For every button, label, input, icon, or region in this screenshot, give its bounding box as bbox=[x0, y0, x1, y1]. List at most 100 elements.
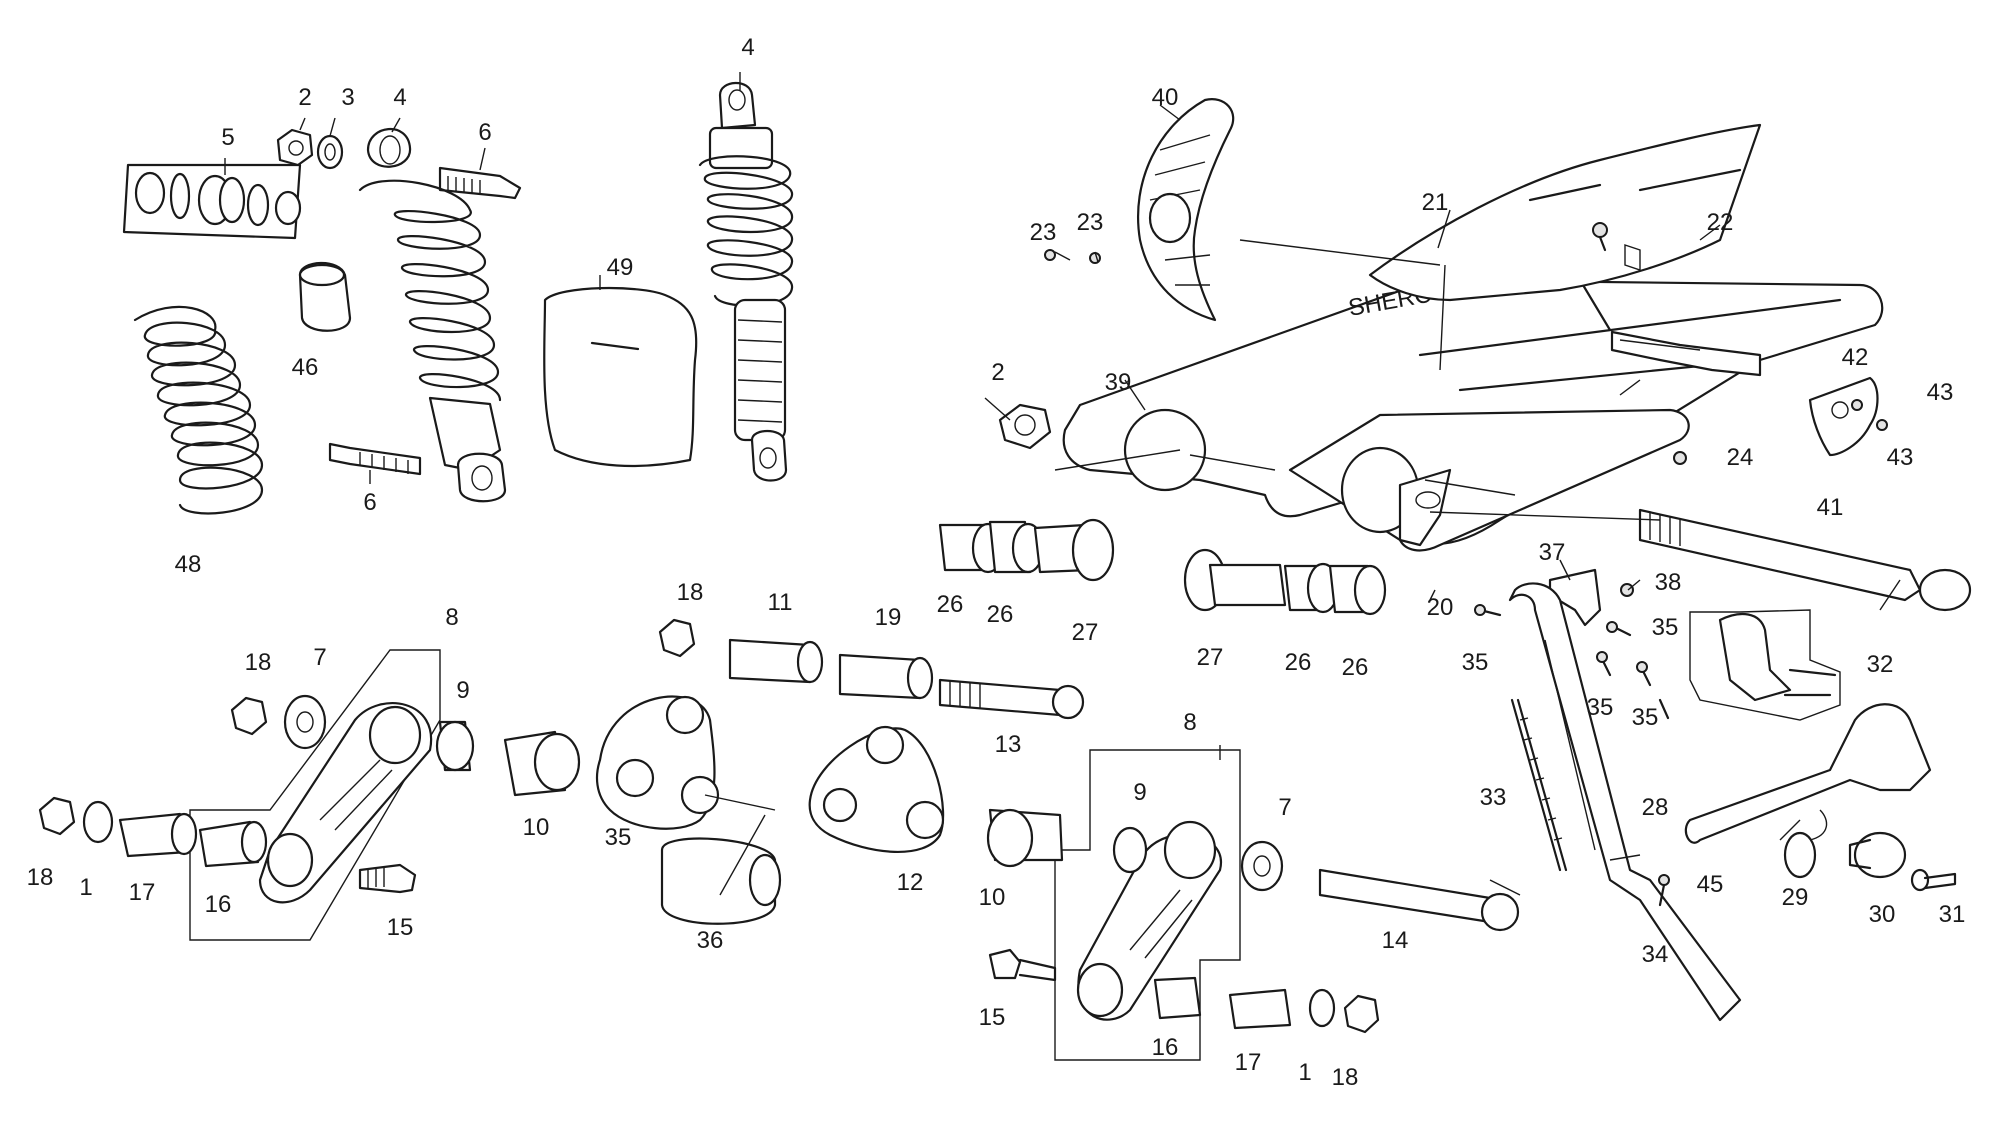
part-shock-absorber-4-right bbox=[698, 81, 794, 482]
part-nut-2-left bbox=[276, 128, 314, 167]
callout-number: 23 bbox=[1030, 219, 1057, 246]
part-bearing-19 bbox=[838, 653, 934, 700]
part-bolt-6-top bbox=[438, 166, 522, 200]
callout-number: 10 bbox=[979, 884, 1006, 911]
part-pad-49 bbox=[543, 286, 698, 468]
part-sidestand-34 bbox=[1508, 582, 1742, 1022]
callout-number: 27 bbox=[1197, 644, 1224, 671]
callout-number: 24 bbox=[1727, 444, 1754, 471]
callout-number: 37 bbox=[1539, 539, 1566, 566]
callout-number: 8 bbox=[1183, 709, 1196, 736]
part-shock-absorber-4-left bbox=[358, 128, 507, 503]
callout-number: 22 bbox=[1707, 209, 1734, 236]
part-bushing-9-right bbox=[1112, 826, 1148, 874]
part-footrest-bracket-32 bbox=[1689, 609, 1841, 721]
callout-number: 9 bbox=[1133, 779, 1146, 806]
part-swingarm-nut-2 bbox=[998, 403, 1052, 450]
callout-number: 35 bbox=[605, 824, 632, 851]
callout-number: 35 bbox=[1462, 649, 1489, 676]
callout-number: 38 bbox=[1655, 569, 1682, 596]
callout-number: 6 bbox=[363, 489, 376, 516]
callout-number: 26 bbox=[1285, 649, 1312, 676]
part-screws-35-cluster bbox=[1474, 604, 1670, 720]
callout-number: 16 bbox=[205, 891, 232, 918]
part-conrod-left bbox=[258, 702, 433, 904]
part-washer-7-left bbox=[283, 694, 327, 750]
part-bump-stop-46 bbox=[298, 261, 352, 332]
callout-number: 18 bbox=[27, 864, 54, 891]
callout-number: 9 bbox=[456, 677, 469, 704]
callout-number: 26 bbox=[987, 601, 1014, 628]
part-bolt-15-left bbox=[358, 863, 417, 894]
part-washer-3 bbox=[316, 134, 344, 170]
callout-number: 31 bbox=[1939, 901, 1966, 928]
part-pin-30 bbox=[1848, 831, 1907, 879]
callout-number: 27 bbox=[1072, 619, 1099, 646]
callout-number: 30 bbox=[1869, 901, 1896, 928]
callout-number: 6 bbox=[478, 119, 491, 146]
part-nut-18-top-left bbox=[230, 696, 268, 736]
callout-number: 18 bbox=[677, 579, 704, 606]
callout-number: 10 bbox=[523, 814, 550, 841]
part-spacer-27-lower bbox=[1183, 548, 1287, 612]
callout-number: 12 bbox=[897, 869, 924, 896]
callout-number: 23 bbox=[1077, 209, 1104, 236]
callout-number: 15 bbox=[979, 1004, 1006, 1031]
callout-number: 7 bbox=[313, 644, 326, 671]
callout-number: 19 bbox=[875, 604, 902, 631]
callout-number: 42 bbox=[1842, 344, 1869, 371]
callout-number: 17 bbox=[129, 879, 156, 906]
callout-number: 15 bbox=[387, 914, 414, 941]
callout-number: 36 bbox=[697, 927, 724, 954]
part-spring-29 bbox=[1783, 809, 1828, 879]
callout-number: 43 bbox=[1927, 379, 1954, 406]
callout-number: 45 bbox=[1697, 871, 1724, 898]
callout-number: 41 bbox=[1817, 494, 1844, 521]
part-linkage-frame-8-right bbox=[1054, 749, 1241, 1061]
part-bolt-14 bbox=[1318, 868, 1520, 932]
callout-number: 14 bbox=[1382, 927, 1409, 954]
part-bolt-15-right bbox=[988, 948, 1057, 982]
callout-number: 3 bbox=[341, 84, 354, 111]
part-mudguard-22 bbox=[1368, 123, 1762, 302]
part-spring-48 bbox=[133, 305, 264, 515]
part-bushing-10-right bbox=[986, 808, 1064, 868]
part-nut-18-bottom-left bbox=[38, 796, 76, 836]
callout-number: 43 bbox=[1887, 444, 1914, 471]
callout-number: 48 bbox=[175, 551, 202, 578]
part-swingarm-39-20: SHERCO bbox=[1062, 277, 1884, 552]
callout-number: 33 bbox=[1480, 784, 1507, 811]
part-bolt-13 bbox=[938, 678, 1085, 720]
part-spacer-27-upper bbox=[1033, 518, 1115, 582]
callout-number: 1 bbox=[79, 874, 92, 901]
part-washer-7-right bbox=[1240, 840, 1284, 892]
callout-number: 35 bbox=[1632, 704, 1659, 731]
callout-number: 1 bbox=[1298, 1059, 1311, 1086]
callout-number: 16 bbox=[1152, 1034, 1179, 1061]
part-chain-guide-40 bbox=[1136, 98, 1235, 322]
callout-number: 17 bbox=[1235, 1049, 1262, 1076]
part-rocker-35 bbox=[595, 695, 720, 830]
part-nut-18-bottom-right bbox=[1343, 994, 1380, 1034]
part-bearing-1-right bbox=[1308, 988, 1336, 1028]
part-bushing-36 bbox=[660, 837, 782, 925]
part-chain-slider-plate-42 bbox=[1808, 376, 1879, 457]
part-tube-11 bbox=[728, 638, 824, 684]
callout-number: 4 bbox=[741, 34, 754, 61]
part-screws-small bbox=[1044, 222, 1888, 907]
part-screw-31 bbox=[1910, 868, 1957, 892]
callout-number: 11 bbox=[768, 589, 793, 616]
part-bushing-9-left bbox=[435, 720, 475, 772]
callout-number: 2 bbox=[298, 84, 311, 111]
callout-number: 5 bbox=[221, 124, 234, 151]
callout-number: 20 bbox=[1427, 594, 1454, 621]
callout-number: 18 bbox=[245, 649, 272, 676]
part-linkage-frame-8-left bbox=[189, 649, 441, 941]
callout-number: 35 bbox=[1652, 614, 1679, 641]
callout-number: 49 bbox=[607, 254, 634, 281]
part-axle-41 bbox=[1638, 508, 1972, 612]
callout-number: 4 bbox=[393, 84, 406, 111]
callout-number: 8 bbox=[445, 604, 458, 631]
